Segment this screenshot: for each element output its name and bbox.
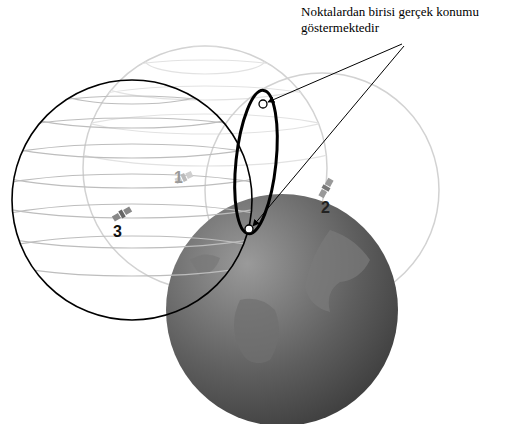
- candidate-point: [245, 225, 253, 233]
- leader-arrow: [253, 46, 404, 226]
- callout-note: Noktalardan birisi gerçek konumu gösterm…: [301, 4, 501, 35]
- sphere-3: [0, 80, 287, 320]
- candidate-point: [259, 100, 267, 108]
- callout-number: 1: [174, 168, 183, 187]
- intersection-ring: [229, 88, 284, 235]
- earth-globe: [166, 194, 398, 424]
- callout-number: 2: [321, 198, 330, 217]
- satellite-icon: [318, 177, 335, 198]
- satellite-icon: [111, 206, 132, 223]
- callout-number: 3: [113, 222, 122, 241]
